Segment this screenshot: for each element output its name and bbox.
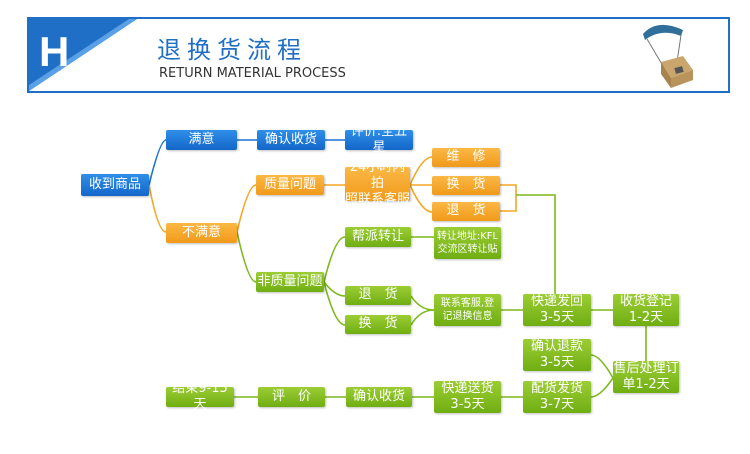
node-express-delivery: 快递送货 3-5天 [434, 381, 501, 413]
node-contact-cs-record: 联系客服,登 记退换信息 [434, 294, 501, 326]
header-logo-letter: H [39, 28, 70, 75]
node-return-a: 退 货 [432, 202, 500, 221]
node-exchange-a: 换 货 [432, 176, 500, 195]
node-confirm-refund: 确认退款 3-5天 [523, 339, 591, 371]
node-exchange-b: 换 货 [345, 315, 411, 334]
node-confirm-receipt-bottom: 确认收货 [346, 387, 412, 407]
node-after-sales: 售后处理订 单1-2天 [613, 360, 679, 393]
node-express-return: 快递发回 3-5天 [523, 294, 591, 326]
node-unsatisfied: 不满意 [166, 223, 237, 243]
header-banner: H 退换货流程 RETURN MATERIAL PROCESS [27, 17, 730, 93]
node-contact-cs-24h: 24小时内拍 照联系客服 [345, 159, 411, 208]
node-ship-goods: 配货发货 3-7天 [523, 381, 591, 413]
node-received: 收到商品 [81, 174, 149, 196]
node-resell-address: 转让地址:KFL 交流区转让贴 [434, 227, 501, 259]
parachute-box-icon [643, 24, 693, 88]
node-receipt-register: 收货登记 1-2天 [613, 294, 679, 326]
node-evaluate: 评 价 [258, 387, 325, 407]
node-rating-five: 评价:全五星 [345, 124, 413, 155]
page-title: 退换货流程 [157, 36, 307, 64]
node-return-b: 退 货 [345, 286, 411, 305]
node-resell-assist: 帮派转让 [345, 227, 411, 247]
page-subtitle: RETURN MATERIAL PROCESS [159, 66, 346, 81]
node-non-quality-issue: 非质量问题 [256, 272, 324, 292]
node-satisfied: 满意 [166, 130, 237, 150]
header-band [29, 19, 137, 91]
node-confirm-receipt-top: 确认收货 [257, 130, 325, 150]
node-end: 结束9-15天 [166, 381, 234, 412]
node-quality-issue: 质量问题 [256, 175, 324, 195]
node-repair: 维 修 [432, 148, 500, 167]
